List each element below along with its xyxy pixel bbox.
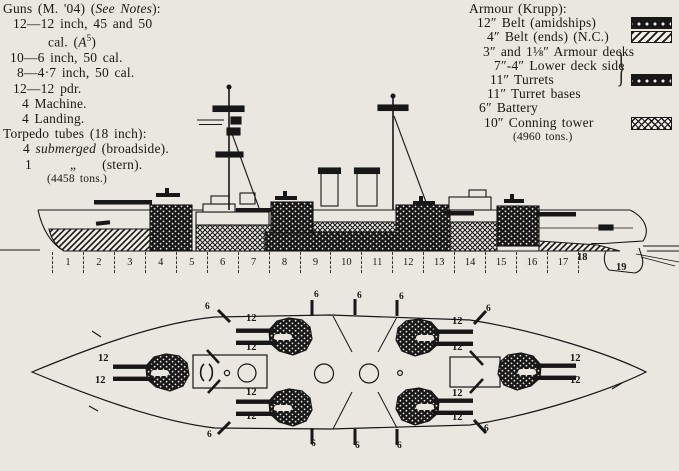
gun-entry: 12—12 pdr. [13,80,82,96]
gun-calibre-label: 12 [246,387,257,398]
station-number: 1 [52,252,84,273]
gun-calibre-label: 12 [246,342,257,353]
gun-calibre-label: 6 [399,292,404,302]
gun-calibre-label: 12 [452,316,463,327]
gun-entry: 8—4·7 inch, 50 cal. [17,65,135,81]
armour-item: 11″ Turret bases [455,87,679,101]
funnels-plan [313,363,380,384]
station-number: 10 [331,252,363,273]
armour-item-label: 7″-4″ Lower deck side [494,57,625,73]
torpedo-heading: Torpedo tubes (18 inch): [3,126,147,142]
armour-item: 4″ Belt (ends) (N.C.) [455,30,679,44]
armour-item-label: 6″ Battery [479,100,538,116]
armour-group-bracket: } [616,45,626,91]
armour-legend: Armour (Krupp): 12″ Belt (amidships) 4″ … [455,1,679,144]
armour-item: 6″ Battery [455,101,679,115]
gun-calibre-label: 6 [484,424,489,434]
station-number: 5 [177,252,208,273]
plan-view [30,299,648,445]
armour-item-label: 10″ Conning tower [484,114,594,130]
gun-calibre-label: 6 [314,290,319,300]
hull-outline [37,209,647,252]
twin-gun-barrels [113,328,576,416]
armour-item-label: 3″ and 1⅛″ Armour decks [483,43,635,59]
armour-item-label: 11″ Turret bases [487,86,581,102]
gun-calibre-label: 12 [246,313,257,324]
mainmast [377,93,427,210]
gun-calibre-label: 6 [355,441,360,451]
armour-swatch [631,73,672,86]
armour-belt-bands [48,221,633,252]
guns-heading: Guns (M. '04) (See Notes): [3,1,161,16]
station-number: 15 [486,252,518,273]
profile-gun-barrels [94,188,576,226]
gun-calibre-label: 6 [311,439,316,449]
deck-edge-lines [332,315,398,430]
torpedo-entry: 1„(stern). [25,156,143,172]
gun-calibre-label: 12 [570,375,581,386]
armour-item: 11″ Turrets [455,71,679,87]
gun-calibre-label: 6 [207,430,212,440]
gun-entry: 10—6 inch, 50 cal. [10,50,123,66]
gun-calibre-label: 12 [452,342,463,353]
gun-calibre-label: 12 [452,412,463,423]
gun-calibre-label: 12 [98,353,109,364]
gun-calibre-label: 12 [570,353,581,364]
station-number: 2 [84,252,115,273]
gun-calibre-label: 6 [205,302,210,312]
guns-tonnage: (4458 tons.) [47,172,107,185]
station-number: 19 [616,262,627,273]
station-number: 8 [270,252,301,273]
mainmast-plan [397,370,404,377]
station-number: 18 [577,252,588,263]
guns-legend: Guns (M. '04) (See Notes): 12—12 inch, 4… [3,1,243,187]
foremast-plan [223,369,231,377]
gun-calibre-label: 12 [452,388,463,399]
gun-calibre-label: 12 [246,411,257,422]
station-number: 6 [208,252,239,273]
armour-heading: Armour (Krupp): [469,1,567,16]
station-number: 4 [146,252,177,273]
armour-swatch [631,116,672,130]
gun-calibre-label: 6 [397,441,402,451]
gun-entry: 4 Machine. [22,95,87,111]
main-turrets-plan [145,317,542,427]
armour-item: 7″-4″ Lower deck side [455,57,679,73]
station-number: 14 [455,252,487,273]
gun-entry: 4 Landing. [22,110,85,126]
armour-item: 12″ Belt (amidships) [455,16,679,30]
torpedo-entry: 4 submerged (broadside). [23,141,169,157]
station-number: 16 [517,252,548,273]
station-number: 3 [115,252,146,273]
station-number: 7 [239,252,270,273]
funnels [317,167,381,207]
armour-item-label: 4″ Belt (ends) (N.C.) [487,29,609,45]
aft-superstructure [449,350,501,394]
armour-item-label: 12″ Belt (amidships) [477,15,597,31]
station-number: 9 [301,252,332,273]
armour-swatch [631,31,672,44]
armour-item: 10″ Conning tower [455,114,679,130]
gun-calibre-label: 12 [95,375,106,386]
armour-items: 12″ Belt (amidships) 4″ Belt (ends) (N.C… [455,16,679,130]
profile-turrets [149,201,540,252]
armour-tonnage: (4960 tons.) [513,130,573,143]
casemate-gun-marks [88,299,623,445]
armour-swatch [631,17,672,30]
bridge-superstructure [195,189,492,226]
gun-calibre-label: 6 [486,304,491,314]
armour-item: 3″ and 1⅛″ Armour decks [455,43,679,59]
station-number: 11 [362,252,394,273]
gun-entry: 12—12 inch, 45 and 50 [13,16,153,32]
gun-entry: cal. (A5) [48,33,97,50]
station-number: 13 [424,252,456,273]
gun-calibre-label: 6 [357,291,362,301]
armour-item-label: 11″ Turrets [490,71,554,87]
conning-tower [199,363,214,382]
station-number: 17 [548,252,579,273]
station-number: 12 [393,252,425,273]
plan-hull-outline [30,314,648,430]
